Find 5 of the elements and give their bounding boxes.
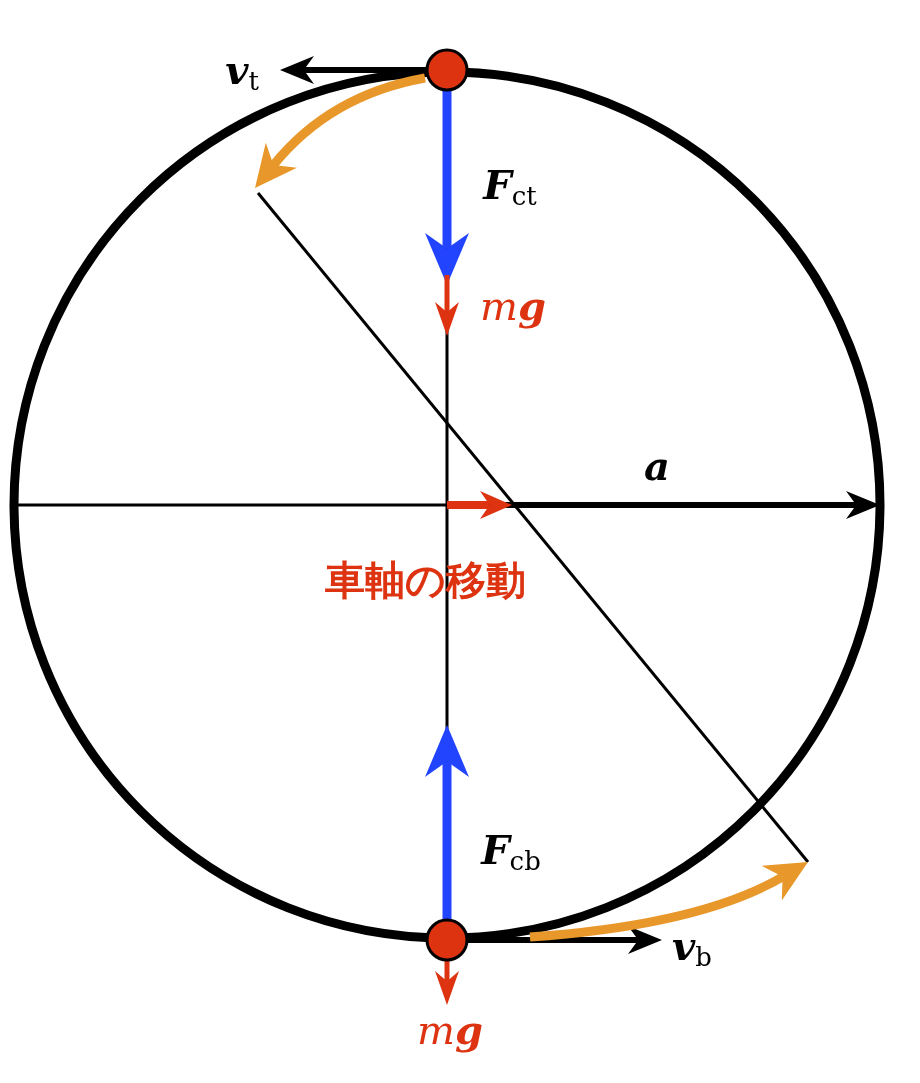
velocity-label: v$_{b}$ [672,926,712,970]
force-label: F$_{ct}$ [483,165,537,209]
acceleration-label: a [644,446,670,486]
velocity-label: v$_{t}$ [225,50,259,94]
force-label: F$_{cb}$ [481,830,541,874]
